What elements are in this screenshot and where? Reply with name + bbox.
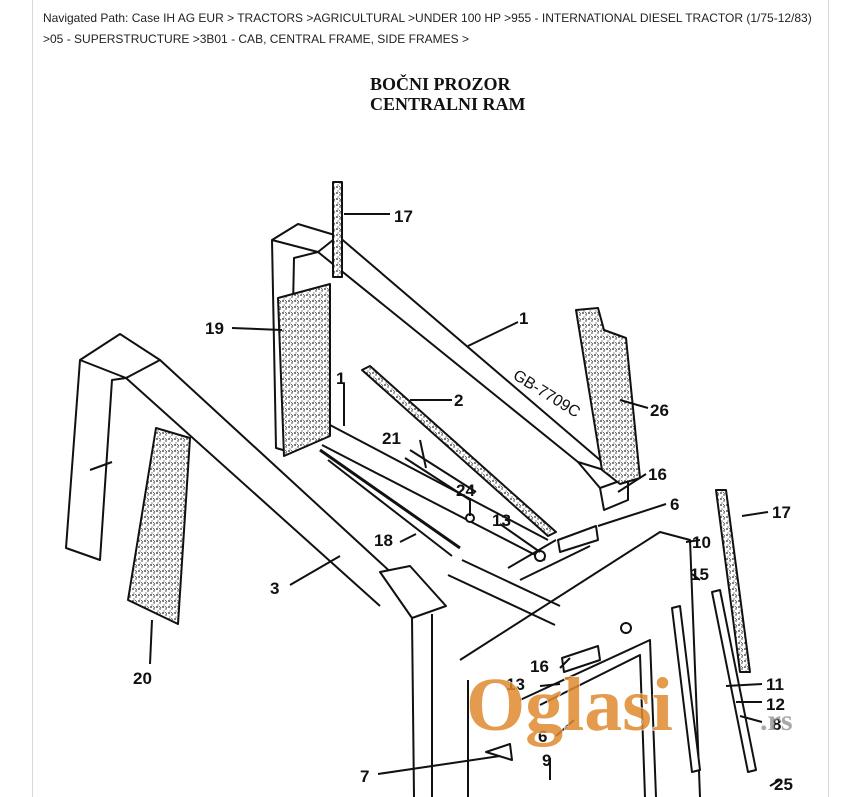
callout-17-top: 17 — [394, 207, 413, 226]
washer-10 — [620, 622, 632, 634]
callout-16-top: 16 — [648, 465, 667, 484]
callout-19: 19 — [205, 319, 224, 338]
callout-12: 12 — [766, 695, 785, 714]
watermark-tld: .rs — [760, 704, 793, 737]
side-frame-panel — [447, 531, 701, 797]
strip-15-b — [711, 589, 757, 773]
callout-26: 26 — [650, 401, 669, 420]
diagram-title: BOČNI PROZOR CENTRALNI RAM — [370, 74, 526, 114]
callout-10: 10 — [692, 533, 711, 552]
callout-8: 8 — [772, 715, 781, 734]
callout-11: 11 — [766, 675, 784, 694]
watermark-logo: Oglasi .rs — [465, 662, 793, 748]
bracket-16 — [561, 645, 601, 673]
callout-16-bottom: 16 — [530, 657, 549, 676]
strip-17-right — [715, 489, 751, 673]
callout-3: 3 — [270, 579, 279, 598]
rod-parts — [319, 448, 477, 557]
callout-7: 7 — [360, 767, 369, 786]
callout-25: 25 — [774, 775, 793, 794]
callout-17-right: 17 — [772, 503, 791, 522]
callout-24: 24 — [456, 481, 475, 500]
callout-15: 15 — [690, 565, 709, 584]
callout-20: 20 — [133, 669, 152, 688]
strip-2 — [361, 365, 557, 537]
callout-1-left: 1 — [336, 369, 345, 388]
breadcrumb: Navigated Path: Case IH AG EUR > TRACTOR… — [43, 8, 823, 50]
callout-13-bottom: 13 — [506, 675, 525, 694]
title-line-2: CENTRALNI RAM — [370, 94, 526, 114]
callout-18: 18 — [374, 531, 393, 550]
callout-2: 2 — [454, 391, 463, 410]
callout-1-right: 1 — [519, 309, 528, 328]
breadcrumb-text: Navigated Path: Case IH AG EUR > TRACTOR… — [43, 11, 812, 46]
watermark-brand: Oglasi — [466, 663, 673, 747]
seal-19 — [277, 283, 331, 457]
callout-13-top: 13 — [492, 511, 511, 530]
callout-21: 21 — [382, 429, 401, 448]
strip-17-top — [332, 181, 343, 278]
page-frame: Navigated Path: Case IH AG EUR > TRACTOR… — [32, 0, 829, 797]
strip-15-a — [671, 605, 701, 773]
nut-13 — [534, 550, 546, 562]
callout-6-top: 6 — [670, 495, 679, 514]
seal-20 — [127, 427, 191, 625]
leader-lines — [149, 213, 781, 787]
callout-6-bottom: 6 — [538, 727, 547, 746]
bracket-6 — [557, 525, 599, 553]
front-frame-part — [65, 333, 447, 797]
title-line-1: BOČNI PROZOR — [370, 74, 511, 94]
seal-26 — [575, 307, 641, 485]
callout-9: 9 — [542, 751, 551, 770]
